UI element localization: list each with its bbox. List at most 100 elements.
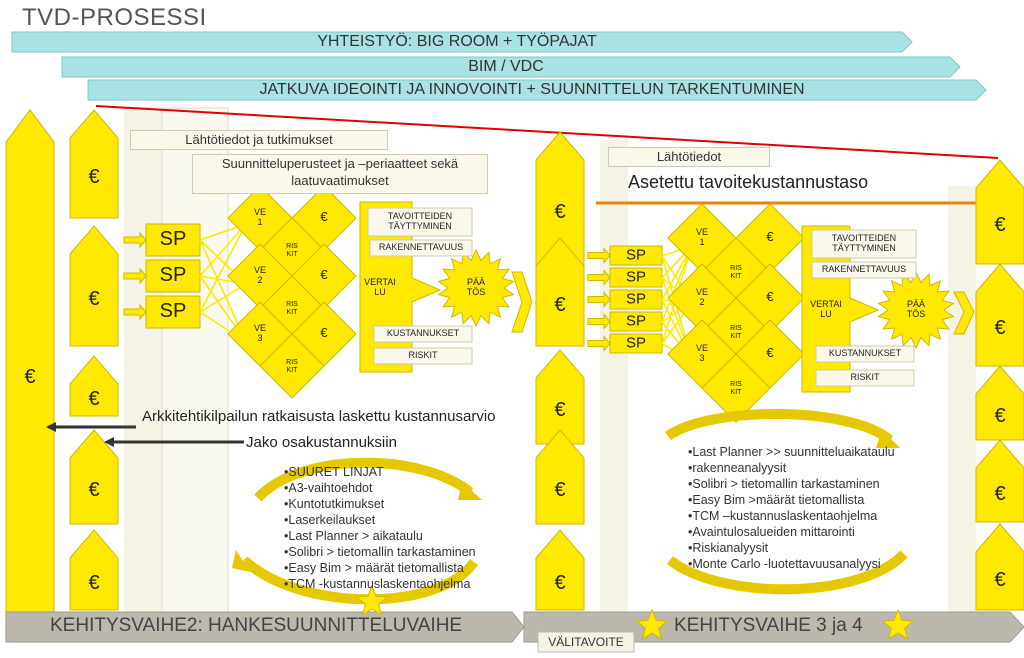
sp-label: SP: [160, 264, 187, 286]
sp-input-arrow: [587, 313, 611, 330]
right-cycle-arc-bottom: [666, 550, 908, 595]
banner-bim-label: BIM / VDC: [468, 58, 544, 75]
tool-item: •A3-vaihtoehdot: [284, 481, 373, 495]
right-criteria-buildability: [811, 261, 917, 279]
euro-house-symbol: €: [994, 214, 1005, 236]
phase-star-left: [355, 584, 389, 616]
banner-bim: [61, 56, 961, 78]
right-criteria-costs-label: KUSTANNUKSET: [829, 348, 902, 358]
banner-innovation-label: JATKUVA IDEOINTI JA INNOVOINTI + SUUNNIT…: [259, 81, 805, 98]
right-chevron: [953, 291, 975, 335]
tool-item: •Easy Bim >määrät tietomallista: [688, 493, 865, 507]
tool-item: •Solibri > tietomallin tarkastaminen: [688, 477, 880, 491]
euro-house-symbol: €: [88, 572, 99, 594]
sp-input-arrow: [123, 231, 147, 249]
euro-house: [975, 159, 1024, 265]
left-criteria-goals: [367, 207, 473, 237]
left-input-criteria-line1: Suunnitteluperusteet ja –periaatteet sek…: [221, 156, 459, 171]
euro-house: [69, 109, 119, 219]
option-link: [199, 223, 247, 313]
phase-right-label: KEHITYSVAIHE 3 ja 4: [674, 615, 863, 636]
euro-house-symbol: €: [994, 317, 1005, 339]
banner-collaboration-label: YHTEISTYÖ: BIG ROOM + TYÖPAJAT: [317, 33, 597, 50]
right-cycle-arrowhead-top: [876, 430, 900, 448]
euro-house-symbol: €: [554, 294, 565, 316]
right-criteria-goals: [811, 229, 917, 259]
euro-house: [535, 429, 585, 525]
sp-input-arrow: [587, 335, 611, 352]
right-tools-list: •Last Planner >> suunnitteluaikataulu•ra…: [688, 444, 895, 572]
sp-label: SP: [626, 246, 646, 263]
sp-label: SP: [160, 228, 187, 250]
euro-house: [975, 439, 1024, 523]
left-criteria-risks-label: RISKIT: [408, 350, 438, 360]
euro-house-symbol: €: [994, 569, 1005, 591]
right-input-basedata: Lähtötiedot: [608, 147, 770, 167]
euro-symbol: €: [766, 345, 774, 360]
tool-item: •Kuntotutkimukset: [284, 497, 385, 511]
sp-label: SP: [626, 268, 646, 285]
left-tools-list: •SUURET LINJAT •A3-vaihtoehdot •Kuntotutki…: [284, 464, 476, 592]
euro-house-symbol: €: [88, 288, 99, 310]
sp-box: [145, 259, 201, 293]
banner-collaboration: [11, 31, 913, 53]
tool-item: •Riskianalyysit: [688, 541, 769, 555]
total-cost-euro: €: [24, 366, 35, 388]
sp-input-arrow: [587, 291, 611, 308]
tool-item: •Monte Carlo -luotettavuusanalyysi: [688, 557, 881, 571]
sp-label: SP: [160, 300, 187, 322]
sp-input-arrow: [123, 303, 147, 321]
page-title: TVD-PROSESSI: [22, 4, 207, 31]
euro-symbol: €: [320, 267, 328, 282]
cost-breakdown-stacks: €€€€€€€€€€€€€€€: [69, 109, 1024, 611]
euro-house: [535, 237, 585, 347]
euro-house: [69, 225, 119, 347]
right-criteria-buildability-label: RAKENNETTAVUUS: [822, 264, 906, 274]
left-cycle-arrowhead-bottom: [232, 550, 250, 572]
euro-house: [975, 523, 1024, 611]
left-input-criteria-line2: laatuvaatimukset: [291, 173, 389, 188]
euro-house-symbol: €: [88, 479, 99, 501]
phase-star-milestone: [635, 608, 669, 640]
total-cost-column: [5, 109, 55, 613]
milestone-box: [537, 631, 635, 653]
left-criteria-buildability-label: RAKENNETTAVUUS: [379, 242, 463, 252]
milestone-stars: [355, 584, 915, 640]
euro-house: [535, 529, 585, 611]
tool-item: •SUURET LINJAT: [284, 465, 384, 479]
tool-item: •Easy Bim > määrät tietomallista: [284, 561, 464, 575]
euro-house-symbol: €: [554, 479, 565, 501]
note-arrowhead-1: [46, 422, 56, 432]
banner-innovation: [87, 79, 987, 101]
left-decision-star: [437, 248, 515, 328]
left-criteria-costs: [373, 325, 473, 343]
right-criteria-costs: [815, 345, 915, 363]
option-link: [661, 245, 693, 323]
phase-star-right: [881, 608, 915, 640]
euro-house: [69, 529, 119, 611]
euro-house-symbol: €: [994, 483, 1005, 505]
tool-item: •Laserkeilaukset: [284, 513, 376, 527]
target-cost-line: [95, 105, 999, 159]
right-criteria-risks-label: RISKIT: [850, 372, 880, 382]
risk-diamond: [259, 333, 325, 399]
